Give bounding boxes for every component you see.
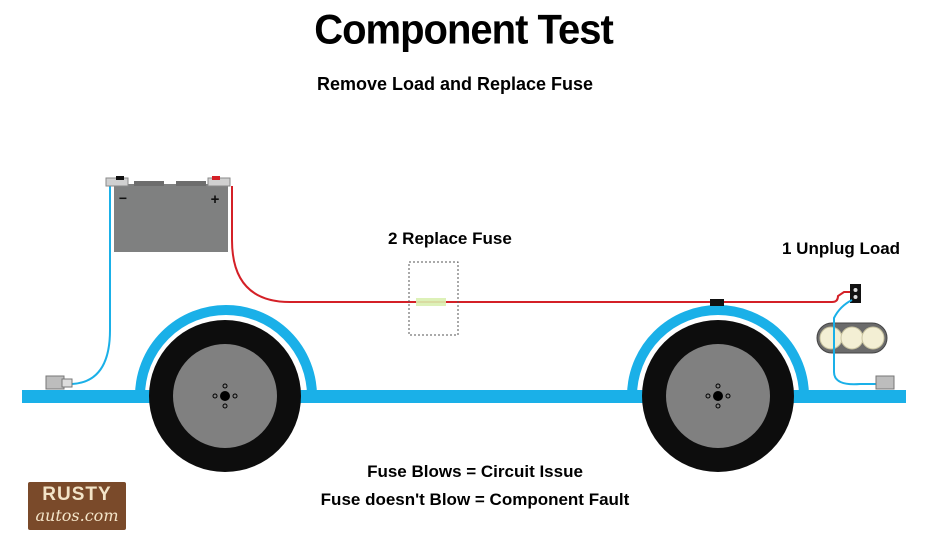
rear-wheel-arch bbox=[627, 305, 809, 397]
fuse-blows-result: Fuse Blows = Circuit Issue bbox=[367, 462, 583, 481]
negative-ground-wire bbox=[71, 186, 111, 385]
rear-wheel bbox=[642, 320, 794, 472]
battery-negative-symbol: − bbox=[119, 190, 127, 206]
logo-line-1: RUSTY bbox=[42, 484, 112, 505]
unplug-load-label: 1 Unplug Load bbox=[782, 239, 901, 258]
load-ground-wire bbox=[833, 299, 878, 386]
load-light-cluster bbox=[816, 322, 888, 354]
load-ground-terminal bbox=[875, 375, 895, 390]
battery: − + bbox=[105, 176, 231, 252]
positive-wire bbox=[231, 186, 852, 303]
fuse bbox=[416, 298, 446, 306]
rustyautos-logo[interactable]: RUSTY autos.com bbox=[28, 482, 126, 530]
fuse-highlight-box bbox=[408, 261, 459, 336]
logo-line-2: autos.com bbox=[35, 506, 119, 525]
replace-fuse-label: 2 Replace Fuse bbox=[388, 229, 512, 248]
battery-ground-terminal bbox=[45, 375, 73, 390]
front-wheel bbox=[149, 320, 301, 472]
fuse-not-blow-result: Fuse doesn't Blow = Component Fault bbox=[320, 490, 630, 509]
wire-clip bbox=[710, 299, 724, 306]
page-title: Component Test bbox=[314, 6, 614, 54]
page-subtitle: Remove Load and Replace Fuse bbox=[316, 74, 594, 94]
battery-positive-symbol: + bbox=[211, 191, 220, 208]
load-connector bbox=[850, 284, 861, 303]
front-wheel-arch bbox=[135, 305, 317, 397]
